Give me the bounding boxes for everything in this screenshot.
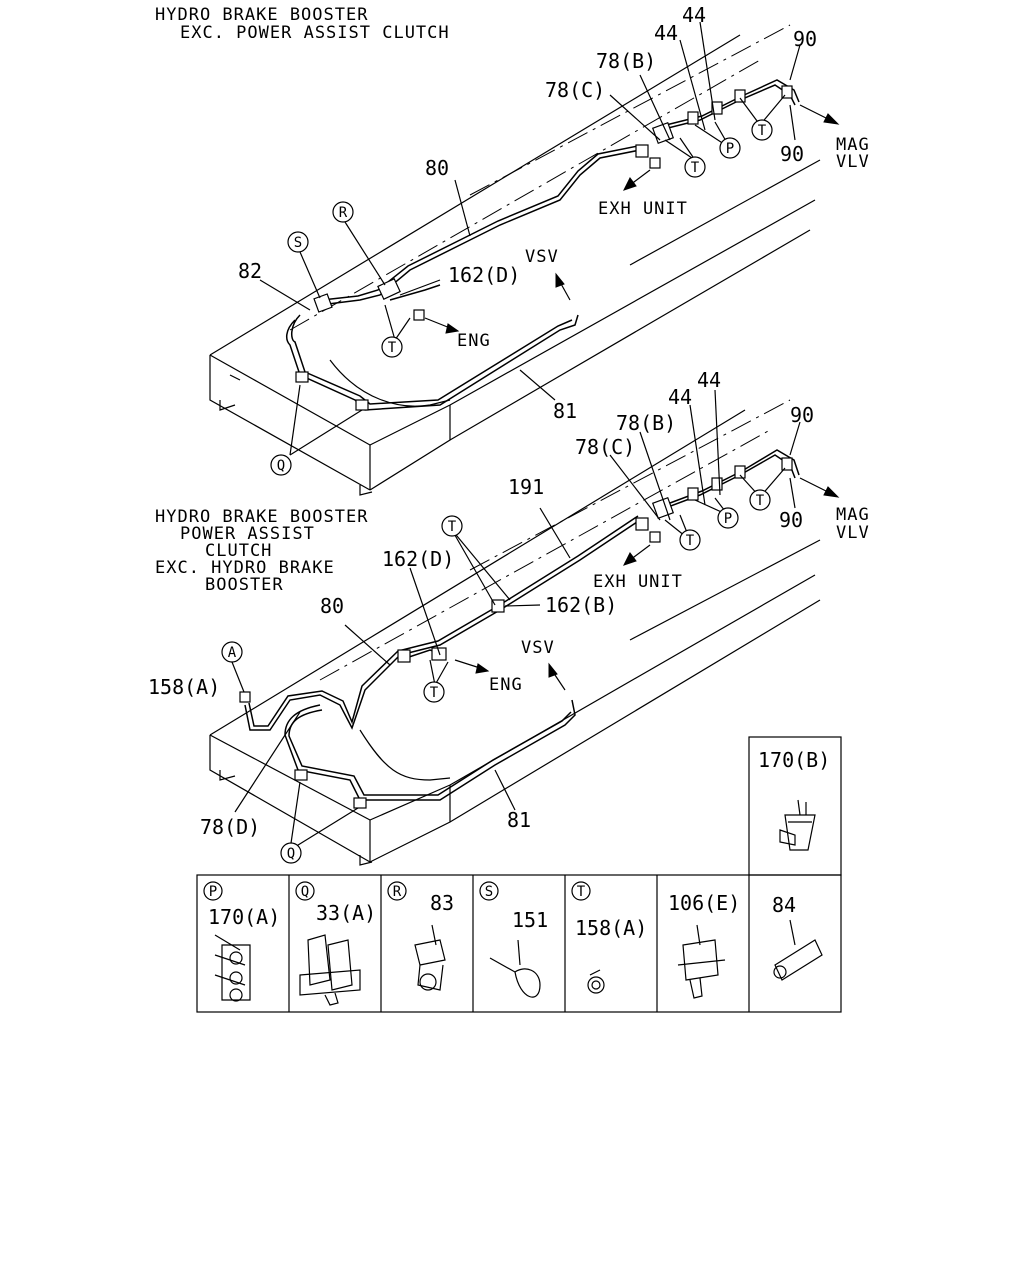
legend-table: 170(B) P 170(A) Q 33(A): [196, 736, 842, 1013]
legend-part-33a: 33(A): [316, 901, 376, 925]
lower-frame-rail: [209, 399, 821, 866]
upper-label-78b: 78(B): [596, 49, 656, 73]
upper-frame-rail: [209, 24, 821, 496]
lower-arrows: [454, 477, 840, 691]
clip-170a-icon: [214, 934, 251, 1002]
lower-header-line-1: HYDRO BRAKE BOOSTER: [155, 507, 368, 527]
lower-label-81: 81: [507, 808, 531, 832]
lower-label-158a: 158(A): [148, 675, 220, 699]
lower-dir-vsv: VSV: [521, 638, 555, 658]
lower-dir-exh-unit: EXH UNIT: [593, 572, 683, 592]
upper-arrows: [424, 104, 840, 334]
lower-label-90-a: 90: [790, 403, 814, 427]
legend-key-r: R: [393, 884, 402, 900]
lower-view: HYDRO BRAKE BOOSTER POWER ASSIST CLUTCH …: [148, 368, 870, 866]
lower-header-line-4: EXC. HYDRO BRAKE: [155, 558, 335, 578]
grommet-84-icon: [773, 919, 823, 981]
lower-label-78c: 78(C): [575, 435, 635, 459]
lower-callout-q: Q: [287, 846, 295, 862]
clip-83-icon: [414, 924, 446, 991]
upper-label-44-b: 44: [654, 21, 678, 45]
upper-pipes: [285, 79, 800, 411]
clamp-158a-icon: [587, 969, 605, 994]
legend-part-83: 83: [430, 891, 454, 915]
legend-part-158a: 158(A): [575, 916, 647, 940]
upper-label-82: 82: [238, 259, 262, 283]
upper-callout-t-2: T: [758, 123, 767, 139]
lower-label-90-b: 90: [779, 508, 803, 532]
upper-callout-q: Q: [277, 458, 285, 474]
lower-header-line-5: BOOSTER: [205, 575, 284, 595]
legend-key-p: P: [209, 884, 217, 900]
lower-callout-p: P: [724, 511, 732, 527]
clip-106e-icon: [677, 924, 726, 999]
lower-label-78d: 78(D): [200, 815, 260, 839]
lower-pipes: [239, 449, 800, 809]
lower-circle-callouts: P T T T T A Q: [221, 489, 771, 864]
upper-label-44-a: 44: [682, 3, 706, 27]
upper-leaders: [259, 21, 801, 456]
lower-callout-a: A: [228, 645, 237, 661]
upper-label-90-b: 90: [780, 142, 804, 166]
lower-label-162d: 162(D): [382, 547, 454, 571]
legend-part-106e: 106(E): [668, 891, 740, 915]
lower-callout-t-2: T: [756, 493, 765, 509]
lower-dir-mag: MAG: [836, 505, 870, 525]
upper-header-line-2: EXC. POWER ASSIST CLUTCH: [180, 23, 450, 43]
lower-leaders: [231, 389, 801, 851]
lower-dir-eng: ENG: [489, 675, 523, 695]
lower-callout-t-1: T: [686, 533, 695, 549]
upper-callout-r: R: [339, 205, 348, 221]
upper-dir-exh-unit: EXH UNIT: [598, 199, 688, 219]
lower-callout-t-3: T: [448, 519, 457, 535]
upper-dir-vlv: VLV: [836, 152, 870, 172]
legend-key-t: T: [577, 884, 586, 900]
upper-dir-vsv: VSV: [525, 247, 559, 267]
legend-key-q: Q: [301, 884, 309, 900]
legend-key-s: S: [485, 884, 493, 900]
upper-direction-labels: MAG VLV EXH UNIT VSV ENG: [457, 135, 870, 351]
upper-callout-t-3: T: [388, 340, 397, 356]
lower-header-line-2: POWER ASSIST: [180, 524, 315, 544]
lower-label-44-a: 44: [697, 368, 721, 392]
upper-callout-p: P: [726, 141, 734, 157]
legend-part-84: 84: [772, 893, 796, 917]
lower-label-191: 191: [508, 475, 544, 499]
upper-part-labels: 44 44 90 90 78(B) 78(C) 80 82 162(D) 81: [238, 3, 817, 423]
legend-part-151: 151: [512, 908, 548, 932]
lower-label-80: 80: [320, 594, 344, 618]
legend-extra-part: 170(B): [758, 748, 830, 772]
upper-label-78c: 78(C): [545, 78, 605, 102]
upper-callout-t-1: T: [691, 160, 700, 176]
clip-170b-icon: [779, 799, 816, 851]
upper-label-90-a: 90: [793, 27, 817, 51]
upper-header-line-1: HYDRO BRAKE BOOSTER: [155, 5, 368, 25]
lower-label-162b: 162(B): [545, 593, 617, 617]
upper-callout-s: S: [294, 235, 302, 251]
lower-dir-vlv: VLV: [836, 523, 870, 543]
upper-label-81: 81: [553, 399, 577, 423]
upper-dir-mag: MAG: [836, 135, 870, 155]
upper-label-162d: 162(D): [448, 263, 520, 287]
lower-part-labels: 44 44 90 90 78(B) 78(C) 191 162(D) 162(B…: [148, 368, 814, 839]
upper-dir-eng: ENG: [457, 331, 491, 351]
upper-circle-callouts: P T T T R S Q: [270, 119, 773, 476]
lower-direction-labels: MAG VLV EXH UNIT VSV ENG: [489, 505, 870, 695]
clip-33a-icon: [299, 934, 361, 1006]
lower-callout-t-4: T: [430, 685, 439, 701]
lower-header-line-3: CLUTCH: [205, 541, 272, 561]
lower-label-44-b: 44: [668, 385, 692, 409]
upper-label-80: 80: [425, 156, 449, 180]
upper-view: HYDRO BRAKE BOOSTER EXC. POWER ASSIST CL…: [155, 3, 870, 496]
legend-part-170a: 170(A): [208, 905, 280, 929]
lower-label-78b: 78(B): [616, 411, 676, 435]
cable-tie-151-icon: [489, 939, 541, 998]
